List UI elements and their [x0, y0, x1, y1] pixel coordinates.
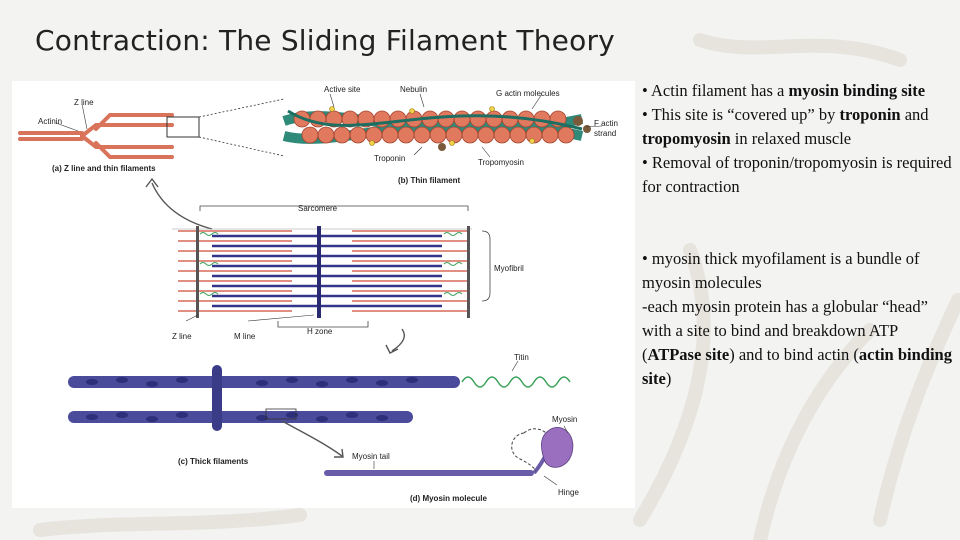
- slide-title: Contraction: The Sliding Filament Theory: [35, 24, 615, 57]
- label-g-actin: G actin molecules: [496, 89, 560, 98]
- bullet-text-block: • Actin filament has a myosin binding si…: [642, 79, 954, 391]
- label-hinge: Hinge: [558, 488, 579, 497]
- label-actinin: Actinin: [38, 117, 62, 126]
- label-panel-a: (a) Z line and thin filaments: [52, 164, 156, 173]
- label-panel-b: (b) Thin filament: [398, 176, 461, 185]
- bullet-site-covered: • This site is “covered up” by troponin …: [642, 103, 954, 151]
- muscle-structure-figure: Z line Actinin (a) Z line and thin filam…: [12, 81, 635, 508]
- label-myosin-tail: Myosin tail: [352, 452, 390, 461]
- label-h-zone: H zone: [307, 327, 333, 336]
- z-line-thin-filaments-art: [20, 99, 284, 157]
- label-myofibril: Myofibril: [494, 264, 524, 273]
- label-myosin: Myosin: [552, 415, 577, 424]
- bullet-removal-required: • Removal of troponin/tropomyosin is req…: [642, 151, 954, 199]
- label-panel-d: (d) Myosin molecule: [410, 494, 487, 503]
- label-z-line-bottom: Z line: [172, 332, 192, 341]
- label-f-actin-1: F actin: [594, 119, 618, 128]
- label-tropomyosin: Tropomyosin: [478, 158, 524, 167]
- label-troponin: Troponin: [374, 154, 405, 163]
- arrow-to-panel-d: [282, 421, 342, 456]
- label-panel-c: (c) Thick filaments: [178, 457, 249, 466]
- label-active-site: Active site: [324, 85, 361, 94]
- label-z-line-top: Z line: [74, 98, 94, 107]
- muscle-diagram: Z line Actinin (a) Z line and thin filam…: [12, 81, 635, 508]
- label-titin: Titin: [514, 353, 529, 362]
- label-f-actin-2: strand: [594, 129, 616, 138]
- sarcomere-art: [172, 206, 490, 327]
- bullet-myosin-head: -each myosin protein has a globular “hea…: [642, 295, 954, 391]
- thin-filament-art: [284, 94, 602, 157]
- arrow-to-panel-c: [392, 329, 404, 351]
- bullet-myosin-bundle: • myosin thick myofilament is a bundle o…: [642, 247, 954, 295]
- thick-filaments-art: [68, 361, 570, 431]
- label-m-line: M line: [234, 332, 256, 341]
- label-nebulin: Nebulin: [400, 85, 427, 94]
- label-sarcomere: Sarcomere: [298, 204, 338, 213]
- bullet-actin-binding-site: • Actin filament has a myosin binding si…: [642, 79, 954, 103]
